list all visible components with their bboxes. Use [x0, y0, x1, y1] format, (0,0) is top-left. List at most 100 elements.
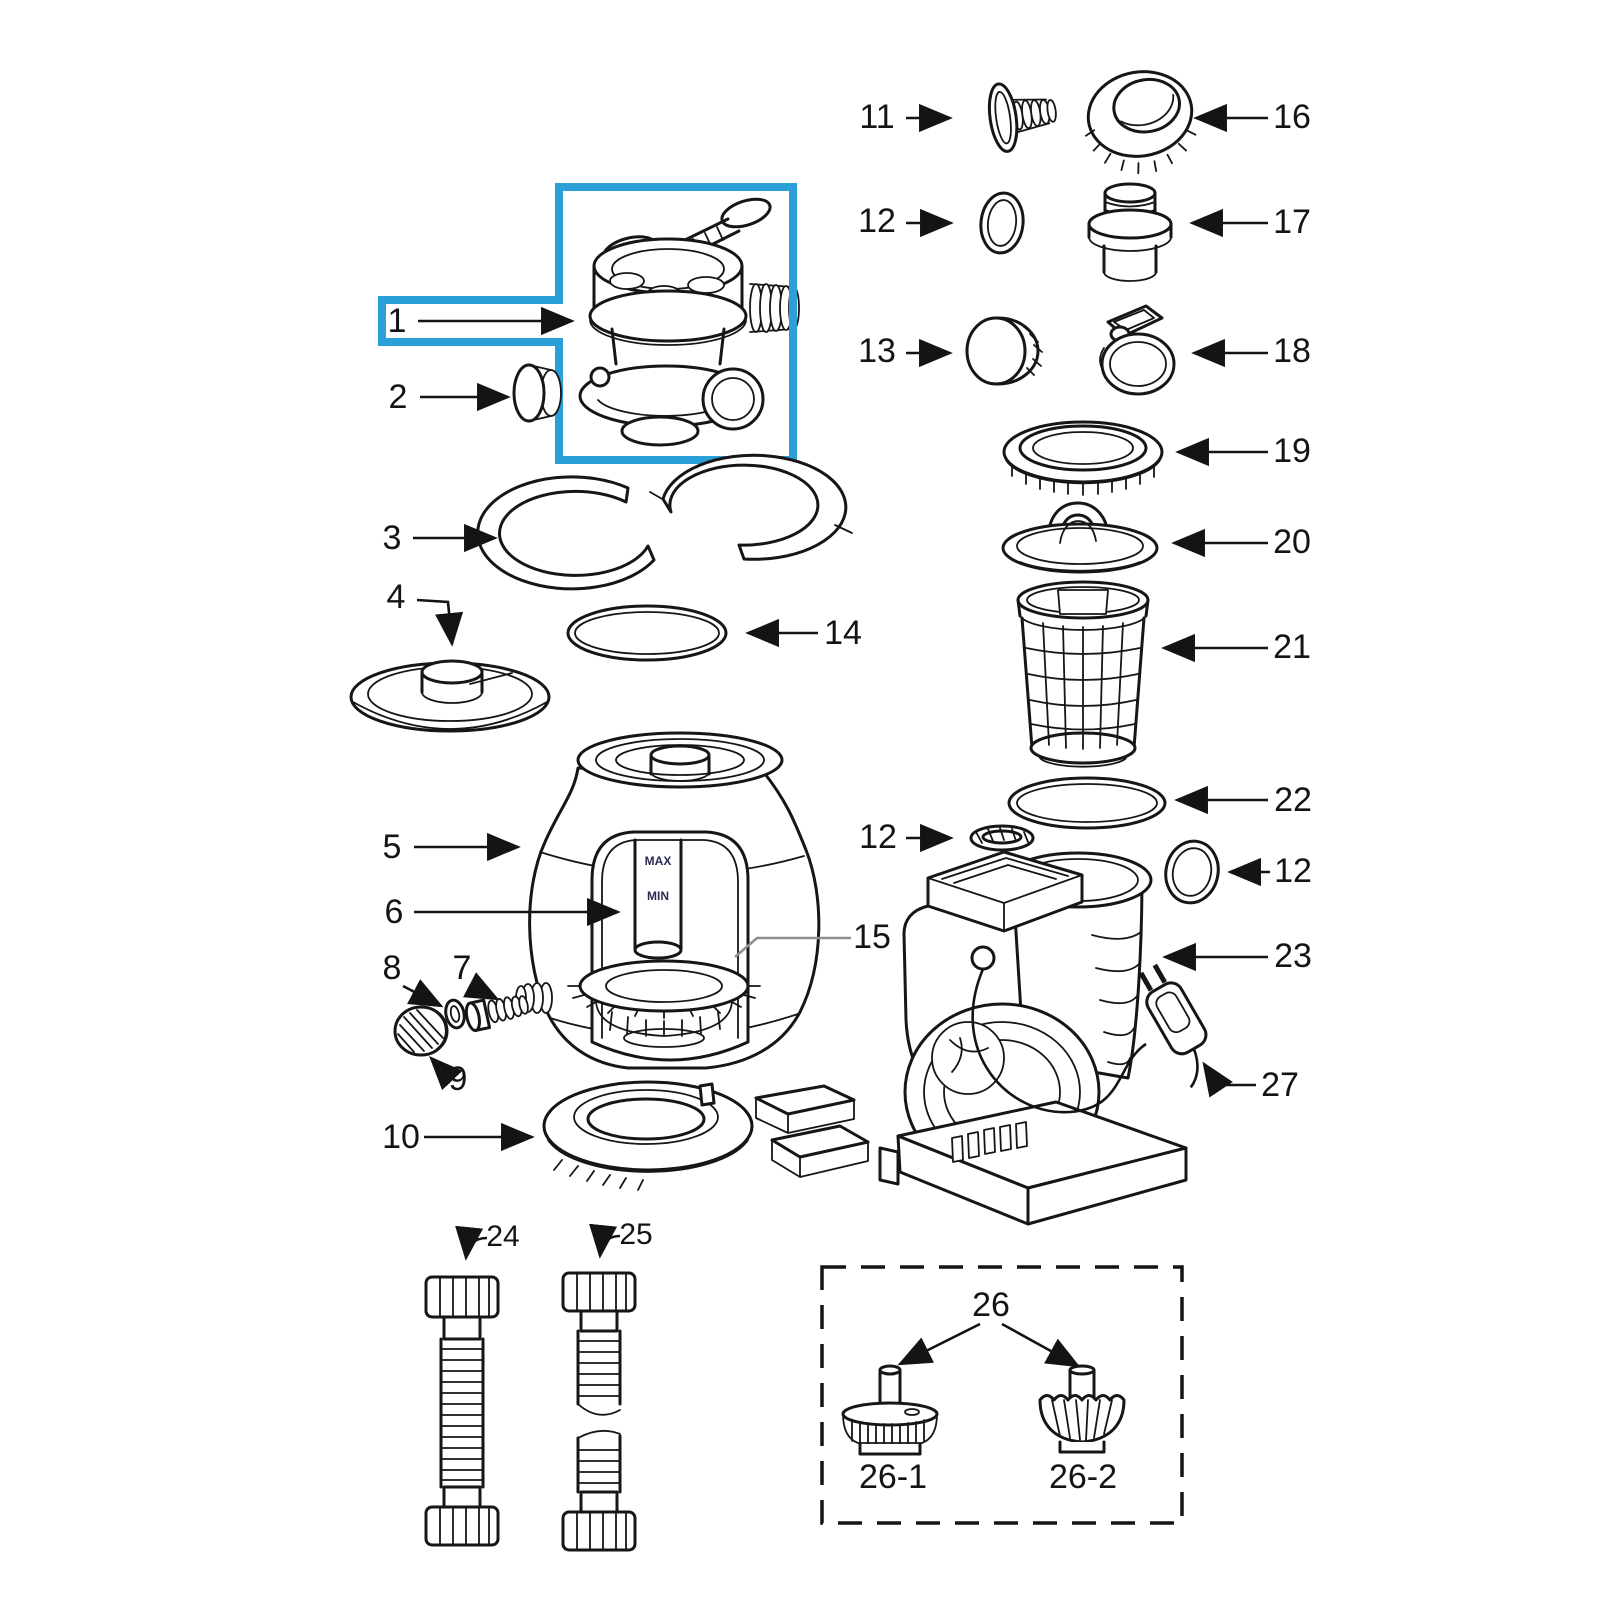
highlight-box[interactable] [378, 183, 797, 464]
callout-12c: 12 [1227, 852, 1312, 890]
callout-1: 1 [388, 302, 575, 340]
callout-8-label: 8 [383, 949, 402, 987]
part-4-diffuser [349, 659, 551, 733]
callout-10-label: 10 [382, 1118, 420, 1156]
callout-24: 24 [455, 1220, 520, 1261]
part-21-strainer-basket [1016, 580, 1150, 768]
callout-14-label: 14 [824, 614, 862, 652]
callout-3-label: 3 [383, 519, 402, 557]
part-16-collar-nut [1085, 70, 1197, 175]
callout-12a: 12 [858, 202, 954, 240]
callout-4: 4 [387, 578, 464, 647]
callout-14: 14 [745, 614, 862, 652]
callout-22: 22 [1174, 781, 1312, 819]
callout-1-label: 1 [388, 302, 407, 340]
callout-17-label: 17 [1273, 203, 1311, 241]
callout-19: 19 [1175, 432, 1311, 470]
callout-7-arrow [463, 972, 500, 1001]
part-13-cap [965, 316, 1043, 386]
callout-13: 13 [858, 332, 953, 370]
callout-21: 21 [1161, 628, 1311, 666]
callout-4-label: 4 [387, 578, 406, 616]
part-10-base [542, 1080, 870, 1191]
callout-2-label: 2 [389, 378, 408, 416]
callout-4-arrow [416, 598, 464, 647]
callout-9-arrow [429, 1055, 463, 1091]
callout-25-label: 25 [619, 1218, 652, 1251]
callout-24-label: 24 [486, 1220, 519, 1253]
part-1-multiport-valve [578, 197, 800, 447]
callout-7-label: 7 [453, 949, 472, 987]
callout-12b-label: 12 [859, 818, 897, 856]
callout-26-arrow-right [1001, 1322, 1081, 1368]
callout-27-arrow [1202, 1061, 1256, 1098]
part-26-1-fitting [841, 1364, 939, 1456]
callout-11: 11 [859, 98, 953, 136]
callout-27: 27 [1202, 1061, 1299, 1104]
callout-27-label: 27 [1261, 1066, 1299, 1104]
callout-5: 5 [383, 828, 521, 866]
callout-23: 23 [1162, 937, 1312, 975]
callout-3: 3 [383, 519, 498, 557]
part-15-lateral-assembly [567, 959, 761, 1048]
callout-25-arrow [589, 1223, 621, 1259]
part-8-washer [444, 998, 466, 1030]
callout-18-label: 18 [1273, 332, 1311, 370]
callout-21-label: 21 [1273, 628, 1311, 666]
part-5-tank [528, 731, 821, 1070]
option-box-26 [820, 1265, 1184, 1525]
callout-9: 9 [429, 1055, 468, 1098]
callout-22-label: 22 [1274, 781, 1312, 819]
callout-20-label: 20 [1273, 523, 1311, 561]
part-23-pump [878, 850, 1188, 1226]
part-20-strainer-lid [1001, 501, 1159, 574]
callout-5-label: 5 [383, 828, 402, 866]
callout-24-arrow [455, 1225, 488, 1261]
callout-6: 6 [385, 893, 621, 931]
part-7-screw [464, 995, 529, 1032]
part-14-o-ring [566, 604, 728, 662]
callout-26-label: 26 [972, 1286, 1010, 1324]
part-24-hose [424, 1275, 500, 1547]
callout-16-label: 16 [1273, 98, 1311, 136]
part-11-drain-valve [987, 82, 1057, 153]
callout-18: 18 [1191, 332, 1311, 370]
tank-max-marking: MAX [645, 854, 672, 868]
callout-15: 15 [734, 918, 891, 958]
callout-11-label: 11 [859, 98, 894, 136]
callout-23-label: 23 [1274, 937, 1312, 975]
part-25-hose [561, 1271, 637, 1552]
callout-16: 16 [1193, 98, 1311, 136]
tank-min-marking: MIN [647, 889, 669, 903]
callout-26-1-label: 26-1 [859, 1458, 927, 1496]
callout-26-2-label: 26-2 [1049, 1458, 1117, 1496]
part-2-cap [512, 363, 562, 423]
callout-7: 7 [453, 949, 500, 1001]
part-3-clamp-ring [476, 453, 853, 591]
part-17-adapter [1087, 182, 1173, 282]
callout-2: 2 [389, 378, 511, 416]
part-12c-o-ring [1164, 839, 1220, 905]
callout-26: 26 [897, 1286, 1081, 1368]
part-19-lock-ring [1002, 420, 1164, 496]
part-26-2-fitting [1038, 1364, 1126, 1454]
part-9-drain-cap [393, 1005, 449, 1057]
callout-26-1: 26-1 [859, 1458, 927, 1496]
callout-13-label: 13 [858, 332, 896, 370]
part-6-center-pipe: MAX MIN [633, 838, 683, 960]
part-27-plug [1138, 963, 1208, 1089]
callout-20: 20 [1171, 523, 1311, 561]
callout-15-leader [734, 936, 851, 958]
callout-26-arrow-left [897, 1322, 981, 1366]
callout-19-label: 19 [1273, 432, 1311, 470]
part-12a-o-ring [979, 191, 1025, 255]
callout-9-label: 9 [449, 1060, 468, 1098]
callout-26-2: 26-2 [1049, 1458, 1117, 1496]
callout-12a-label: 12 [858, 202, 896, 240]
part-12b-gasket [969, 824, 1035, 852]
callout-8: 8 [383, 949, 444, 1008]
part-22-o-ring [1007, 776, 1167, 830]
callout-25: 25 [589, 1218, 653, 1259]
callout-15-label: 15 [853, 918, 891, 956]
